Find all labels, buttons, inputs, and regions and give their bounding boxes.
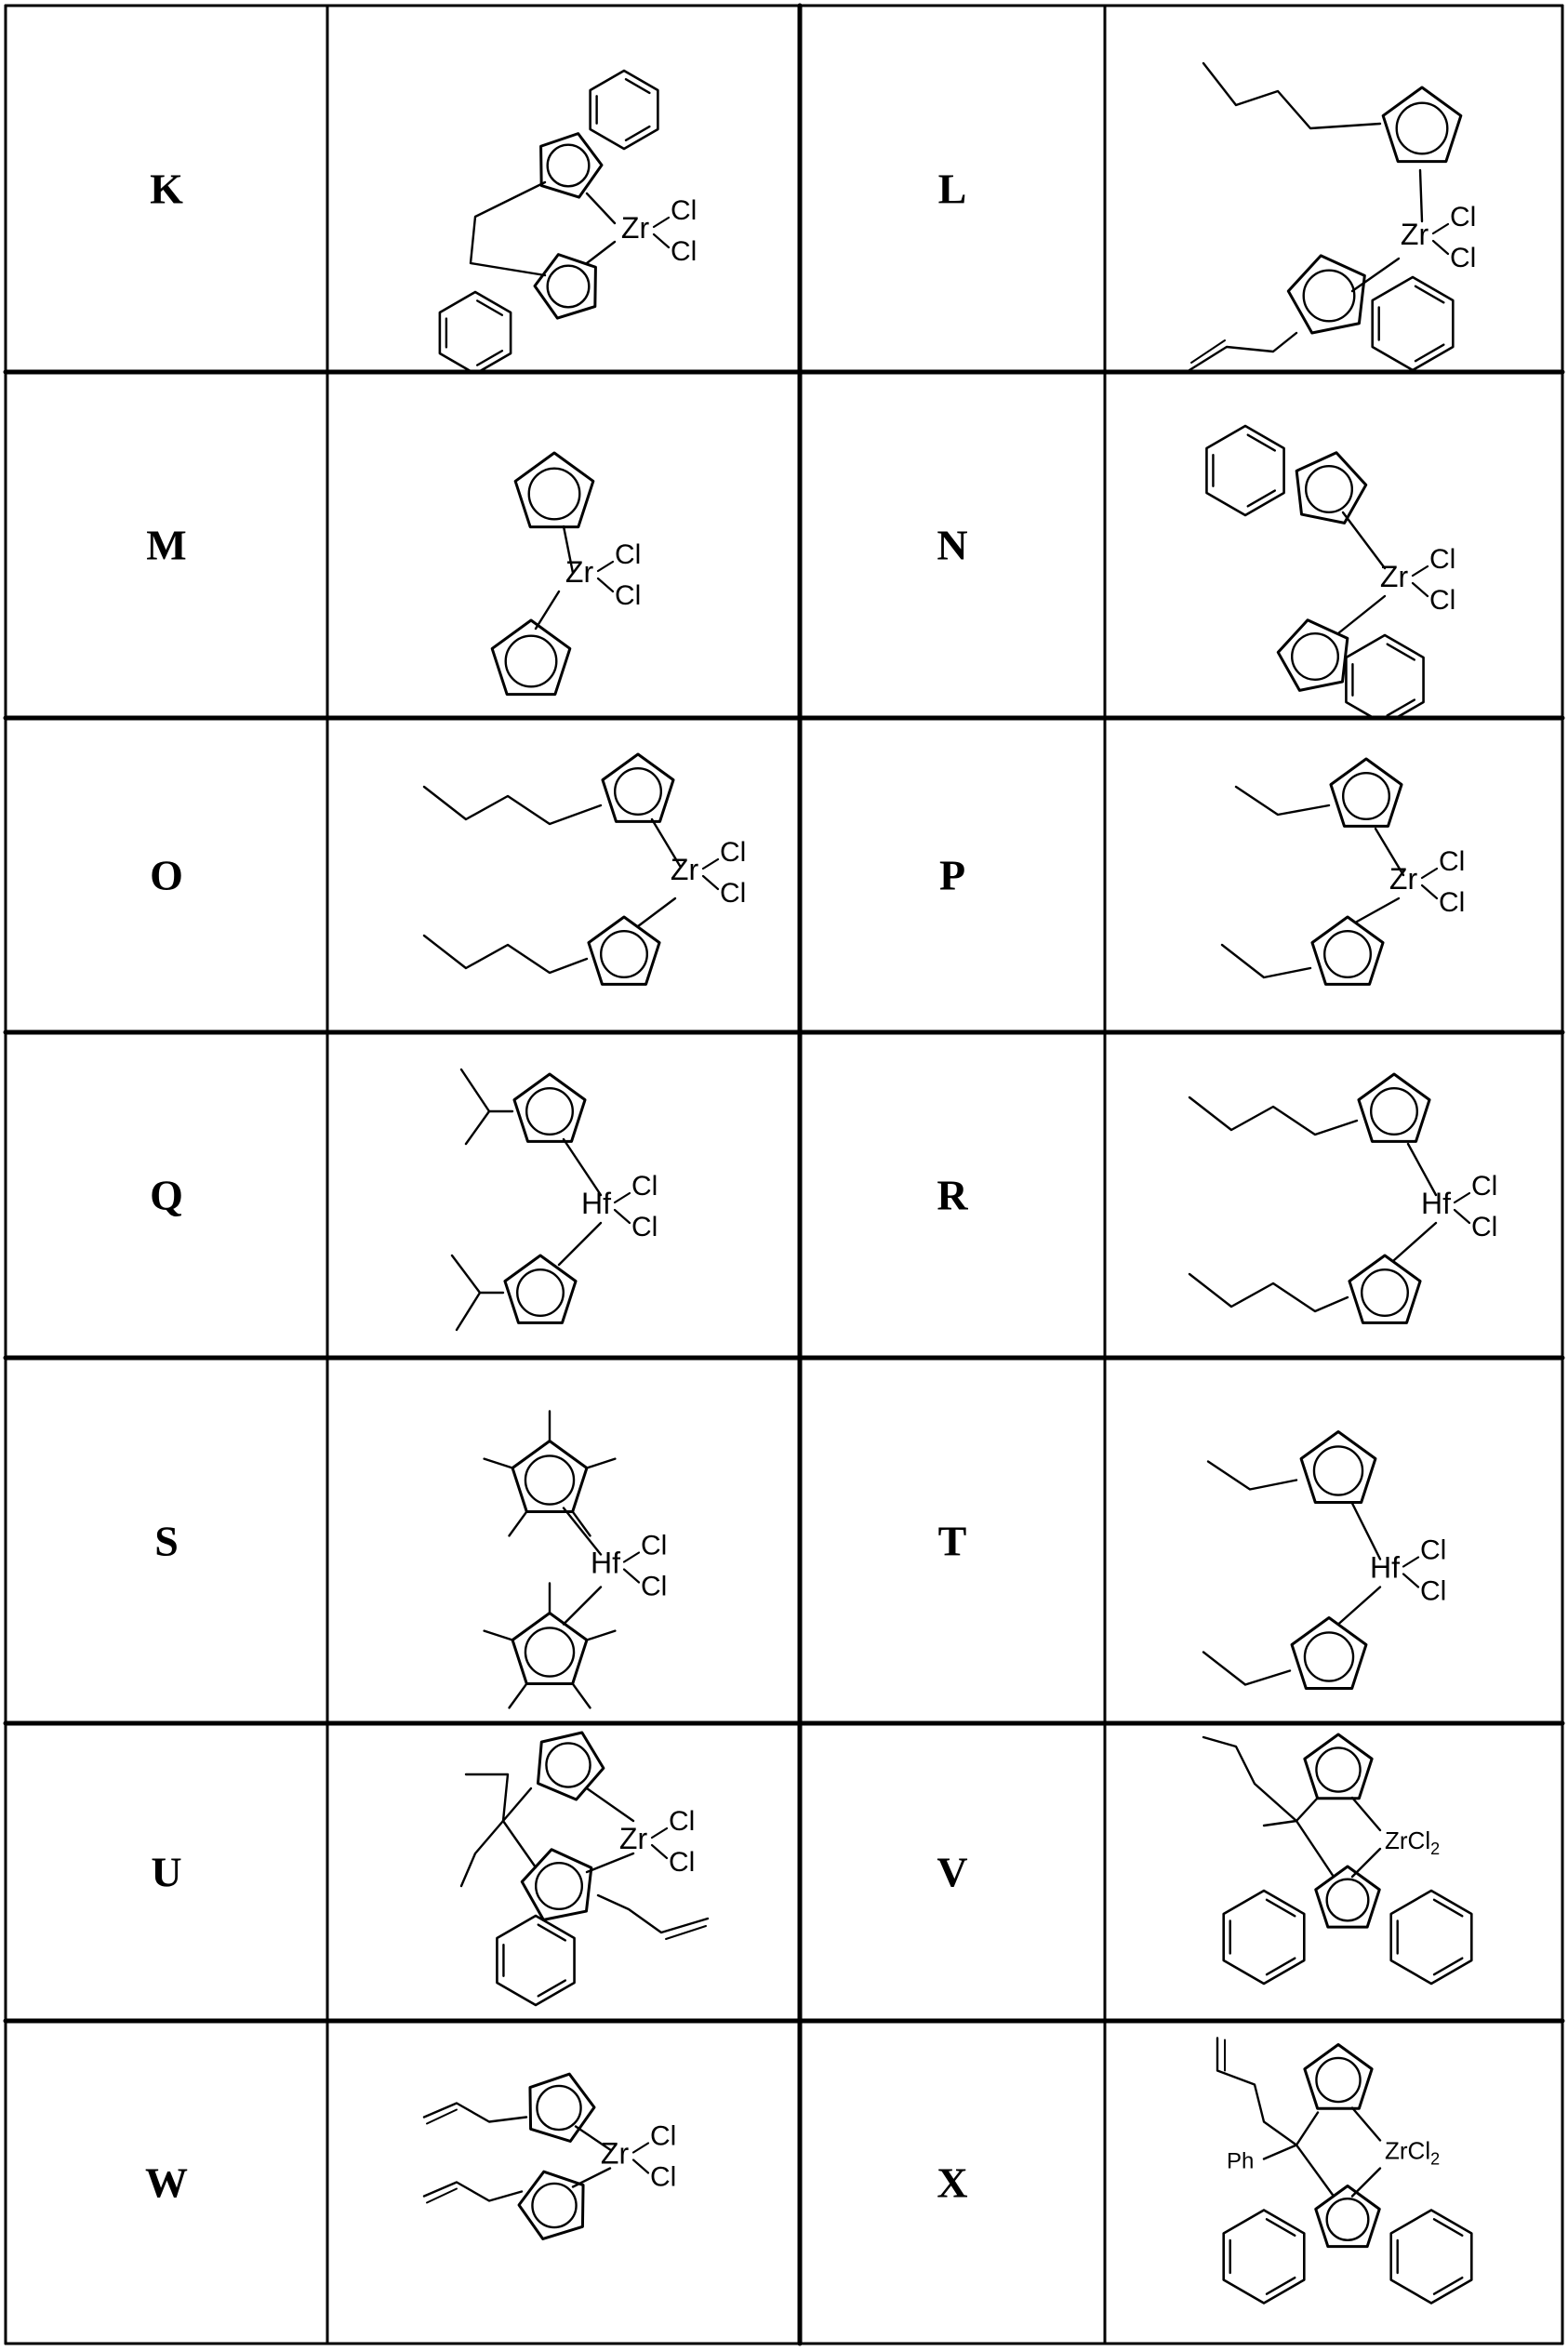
chemical-structure-(iPrCp)2HfCl2: HfClCl: [327, 1032, 800, 1358]
chloride-label: Cl: [1429, 585, 1455, 616]
compound-label: R: [800, 1171, 1105, 1220]
phenyl-label: Ph: [1227, 2149, 1254, 2174]
chemical-structure-ansa-Cp-Fluorenyl-Ph-ZrCl2: Ph ZrCl2: [1105, 2021, 1562, 2344]
chemical-structure-bis-indenyl-propylene-ZrCl2: ZrClCl: [327, 6, 800, 372]
metal-symbol: Hf: [591, 1547, 620, 1580]
compound-label: W: [6, 2158, 327, 2207]
chemical-structure-Cp2ZrCl2: ZrClCl: [327, 372, 800, 718]
structure-cell: ZrClCl: [327, 2021, 800, 2344]
structure-cell: HfClCl: [327, 1032, 800, 1358]
compound-label: K: [6, 165, 327, 214]
metal-symbol: Hf: [1421, 1187, 1451, 1220]
chloride-label: Cl: [1439, 887, 1465, 918]
chloride-label: Cl: [720, 878, 746, 909]
chemical-structure-(EtCp)2ZrCl2: ZrClCl: [1105, 718, 1562, 1032]
chloride-label: Cl: [671, 236, 697, 267]
chloride-label: Cl: [1450, 243, 1476, 273]
metal-symbol: Zr: [1401, 218, 1429, 251]
compound-label: N: [800, 521, 1105, 570]
compound-label-cell: S: [6, 1358, 327, 1723]
compound-label: T: [800, 1516, 1105, 1565]
chemical-structure-ansa-Cp-allylIndenyl-ZrCl2: ZrClCl: [327, 1723, 800, 2021]
metal-symbol: Zr: [1389, 862, 1418, 896]
metal-group-label: ZrCl2: [1385, 1826, 1440, 1858]
compound-label: M: [6, 521, 327, 570]
chloride-label: Cl: [650, 2162, 676, 2193]
chemical-structure-butylCp-allylIndenyl-ZrCl2: ZrClCl: [1105, 6, 1562, 372]
compound-label-cell: O: [6, 718, 327, 1032]
metal-group-label: ZrCl2: [1385, 2137, 1440, 2169]
structure-cell: Ph ZrCl2: [1105, 2021, 1562, 2344]
chloride-label: Cl: [1429, 544, 1455, 575]
structure-cell: ZrClCl: [1105, 718, 1562, 1032]
chloride-label: Cl: [650, 2121, 676, 2152]
compound-label-cell: P: [800, 718, 1105, 1032]
structure-cell: ZrClCl: [1105, 372, 1562, 718]
structure-cell: HfClCl: [1105, 1032, 1562, 1358]
metal-symbol: Zr: [1380, 560, 1409, 593]
chemical-structure-Cp*2HfCl2: HfClCl: [327, 1358, 800, 1723]
compound-label-cell: V: [800, 1723, 1105, 2021]
chloride-label: Cl: [1471, 1212, 1497, 1242]
compound-label-cell: X: [800, 2021, 1105, 2344]
structure-cell: ZrClCl: [327, 6, 800, 372]
compound-label-cell: W: [6, 2021, 327, 2344]
metal-symbol: Zr: [601, 2137, 630, 2171]
chloride-label: Cl: [1420, 1576, 1446, 1607]
chloride-label: Cl: [631, 1212, 658, 1242]
compound-label: O: [6, 851, 327, 900]
metal-symbol: Zr: [671, 853, 699, 886]
metal-symbol: Hf: [1370, 1551, 1400, 1585]
compound-label-cell: N: [800, 372, 1105, 718]
chloride-label: Cl: [1450, 202, 1476, 232]
metal-symbol: Hf: [581, 1187, 611, 1220]
compound-label-cell: U: [6, 1723, 327, 2021]
compound-label: X: [800, 2158, 1105, 2207]
chloride-label: Cl: [615, 580, 641, 611]
compound-label: P: [800, 851, 1105, 900]
metal-symbol: Zr: [621, 211, 650, 245]
structure-cell: ZrClCl: [327, 718, 800, 1032]
compound-label-cell: T: [800, 1358, 1105, 1723]
chemical-structure-(nBuCp)2HfCl2: HfClCl: [1105, 1032, 1562, 1358]
chloride-label: Cl: [669, 1806, 695, 1837]
compound-label-cell: L: [800, 6, 1105, 372]
chloride-label: Cl: [1471, 1171, 1497, 1202]
metal-symbol: Zr: [565, 555, 594, 589]
chloride-label: Cl: [615, 539, 641, 570]
compound-label: Q: [6, 1171, 327, 1220]
chloride-label: Cl: [641, 1531, 667, 1561]
compound-label-cell: K: [6, 6, 327, 372]
chemical-structure-(butenylCp)2ZrCl2: ZrClCl: [327, 2021, 800, 2344]
chloride-label: Cl: [641, 1572, 667, 1602]
compound-label: U: [6, 1848, 327, 1897]
metal-symbol: Zr: [619, 1822, 648, 1855]
structure-cell: ZrClCl: [327, 372, 800, 718]
compound-label: L: [800, 165, 1105, 214]
compound-label-cell: R: [800, 1032, 1105, 1358]
structure-cell: ZrCl2: [1105, 1723, 1562, 2021]
compound-label-cell: Q: [6, 1032, 327, 1358]
chloride-label: Cl: [669, 1847, 695, 1878]
chloride-label: Cl: [671, 195, 697, 226]
chemical-structure-ansa-Cp-Fluorenyl-ZrCl2: ZrCl2: [1105, 1723, 1562, 2021]
chloride-label: Cl: [1420, 1535, 1446, 1566]
compound-label: S: [6, 1516, 327, 1565]
chemical-structure-(EtCp)2HfCl2: HfClCl: [1105, 1358, 1562, 1723]
chloride-label: Cl: [720, 837, 746, 868]
chloride-label: Cl: [1439, 846, 1465, 877]
compound-label: V: [800, 1848, 1105, 1897]
structure-cell: HfClCl: [1105, 1358, 1562, 1723]
chemical-structure-(nBuCp)2ZrCl2: ZrClCl: [327, 718, 800, 1032]
chloride-label: Cl: [631, 1171, 658, 1202]
compound-label-cell: M: [6, 372, 327, 718]
structure-cell: ZrClCl: [1105, 6, 1562, 372]
chemical-structure-Ind2ZrCl2: ZrClCl: [1105, 372, 1562, 718]
structure-cell: HfClCl: [327, 1358, 800, 1723]
structure-cell: ZrClCl: [327, 1723, 800, 2021]
